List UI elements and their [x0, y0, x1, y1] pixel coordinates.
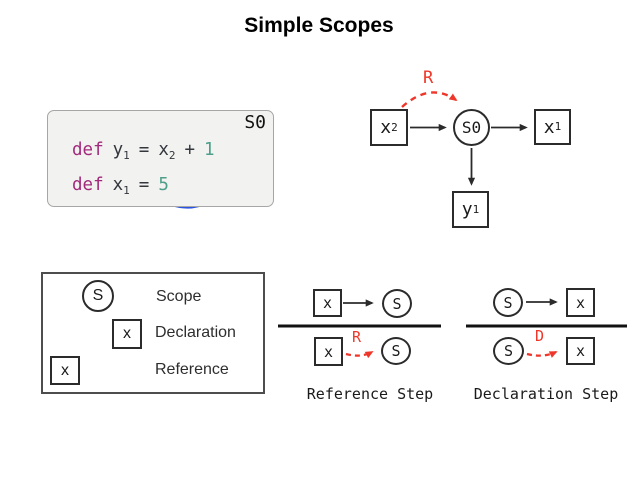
equals-sign: = [138, 140, 150, 160]
code-line-1: def y1 = x2 +1 [72, 133, 215, 168]
equals-sign: = [138, 175, 150, 195]
decl-conclusion-arrow [526, 350, 558, 358]
graph-r-edge-label: R [423, 68, 434, 88]
ref-step-caption: Reference Step [306, 385, 434, 403]
ref-conclusion-x-box: x [314, 337, 343, 366]
decl-step-caption: Declaration Step [473, 385, 619, 403]
legend-declaration-box: x [112, 319, 142, 349]
plus-operator: + [184, 140, 196, 160]
keyword-def: def [72, 140, 104, 160]
code-lines: def y1 = x2 +1 def x1 = 5 [72, 133, 215, 203]
ref-edge-label: R [352, 328, 362, 346]
literal-5: 5 [158, 175, 169, 195]
decl-conclusion-s-circle: S [493, 337, 524, 365]
page-title: Simple Scopes [244, 14, 394, 37]
code-box: S0 def y1 = x2 +1 def x1 = 5 [47, 110, 274, 207]
decl-premise-x-box: x [566, 288, 595, 317]
ref-conclusion-arrow [345, 351, 374, 359]
var-x2-reference: x2 [158, 140, 176, 162]
var-y1: y1 [112, 140, 130, 162]
decl-edge-label: D [535, 327, 545, 345]
ref-premise-x-box: x [313, 289, 342, 317]
graph-node-s0: S0 [453, 109, 490, 146]
ref-conclusion-s-circle: S [381, 337, 411, 365]
decl-premise-s-circle: S [493, 288, 523, 317]
legend-reference-box: x [50, 356, 80, 385]
edge-r-step-arc [401, 91, 458, 108]
legend-box: S Scope x Declaration x Reference [41, 272, 265, 394]
legend-reference-label: Reference [155, 361, 229, 378]
ref-premise-s-circle: S [382, 289, 412, 318]
code-line-2: def x1 = 5 [72, 168, 215, 203]
legend-declaration-label: Declaration [155, 324, 236, 341]
keyword-def: def [72, 175, 104, 195]
decl-conclusion-x-box: x [566, 337, 595, 365]
var-x1: x1 [112, 175, 130, 197]
code-scope-label: S0 [244, 112, 266, 133]
literal-1: 1 [204, 140, 215, 160]
legend-scope-circle: S [82, 280, 114, 312]
legend-scope-label: Scope [156, 288, 202, 305]
